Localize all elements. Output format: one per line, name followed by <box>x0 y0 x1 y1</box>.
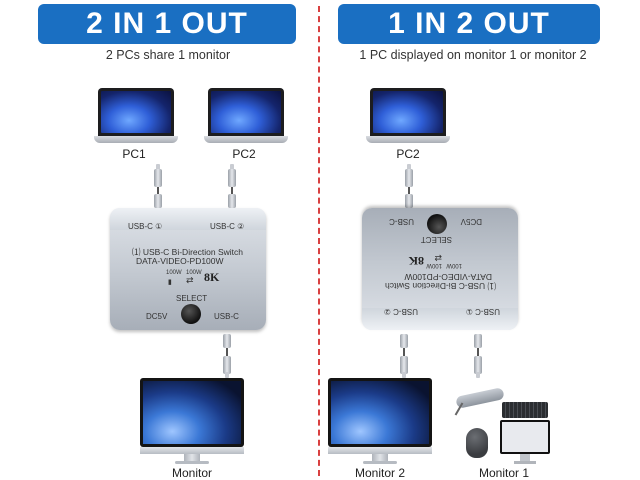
switch-title-line1: ⑴ USB-C Bi-Direction Switch <box>132 247 243 257</box>
keyboard-icon <box>502 402 548 418</box>
right-switch-box: USB-C ① USB-C ② ⑴ USB-C Bi-Direction Swi… <box>362 208 518 330</box>
left-subtitle: 2 PCs share 1 monitor <box>105 48 231 62</box>
r-pd-in-label: 100W <box>446 262 462 268</box>
pd-out-label: 100W <box>186 270 202 276</box>
monitor2-label: Monitor 2 <box>354 466 406 480</box>
pd-in-label: 100W <box>166 270 182 276</box>
left-monitor <box>140 378 244 464</box>
r-select-button[interactable] <box>427 214 447 234</box>
left-monitor-label: Monitor <box>171 466 212 480</box>
pc2-label: PC2 <box>232 147 256 161</box>
desktop-computer-icon <box>500 420 550 464</box>
common-port-label: USB-C <box>214 312 239 321</box>
r-resolution-label: 8K <box>408 254 424 268</box>
r-select-label: SELECT <box>420 235 452 244</box>
bidirection-arrows-icon: ⇄ <box>186 275 194 285</box>
r-common-port-label: USB-C <box>389 217 414 226</box>
monitor1-label: Monitor 1 <box>478 466 530 480</box>
select-label: SELECT <box>176 294 208 303</box>
pc1-cable <box>151 164 165 210</box>
right-pc2-label: PC2 <box>396 147 420 161</box>
right-pc2-laptop <box>366 88 450 144</box>
left-banner: 2 IN 1 OUT <box>38 4 296 44</box>
monitor-2 <box>328 378 432 464</box>
right-pc2-cable <box>402 164 416 210</box>
resolution-label: 8K <box>204 270 220 284</box>
battery-icon: ▮ <box>168 279 172 286</box>
pc2-laptop <box>204 88 288 144</box>
select-button[interactable] <box>181 304 201 324</box>
pc2-cable <box>225 164 239 210</box>
monitor2-cable <box>397 334 411 378</box>
r-port2-label: USB-C ② <box>383 307 418 316</box>
r-power-label: DC5V <box>460 217 482 226</box>
left-monitor-cable <box>220 334 234 378</box>
monitor1-cable <box>471 334 485 378</box>
r-switch-title-line2: DATA-VIDEO-PD100W <box>404 272 492 282</box>
port2-label: USB-C ② <box>210 222 245 231</box>
r-port1-label: USB-C ① <box>465 307 500 316</box>
power-label: DC5V <box>146 312 168 321</box>
section-divider <box>318 6 320 476</box>
port1-label: USB-C ① <box>128 222 163 231</box>
mouse-icon <box>466 428 488 458</box>
left-switch-box: USB-C ① USB-C ② ⑴ USB-C Bi-Direction Swi… <box>110 208 266 330</box>
switch-title-line2: DATA-VIDEO-PD100W <box>136 256 224 266</box>
right-subtitle: 1 PC displayed on monitor 1 or monitor 2 <box>359 48 587 62</box>
usb-hub-icon <box>455 387 505 409</box>
r-bidirection-arrows-icon: ⇄ <box>434 253 442 263</box>
pc1-laptop <box>94 88 178 144</box>
pc1-label: PC1 <box>122 147 146 161</box>
right-banner: 1 IN 2 OUT <box>338 4 600 44</box>
hub-cable <box>454 402 464 416</box>
